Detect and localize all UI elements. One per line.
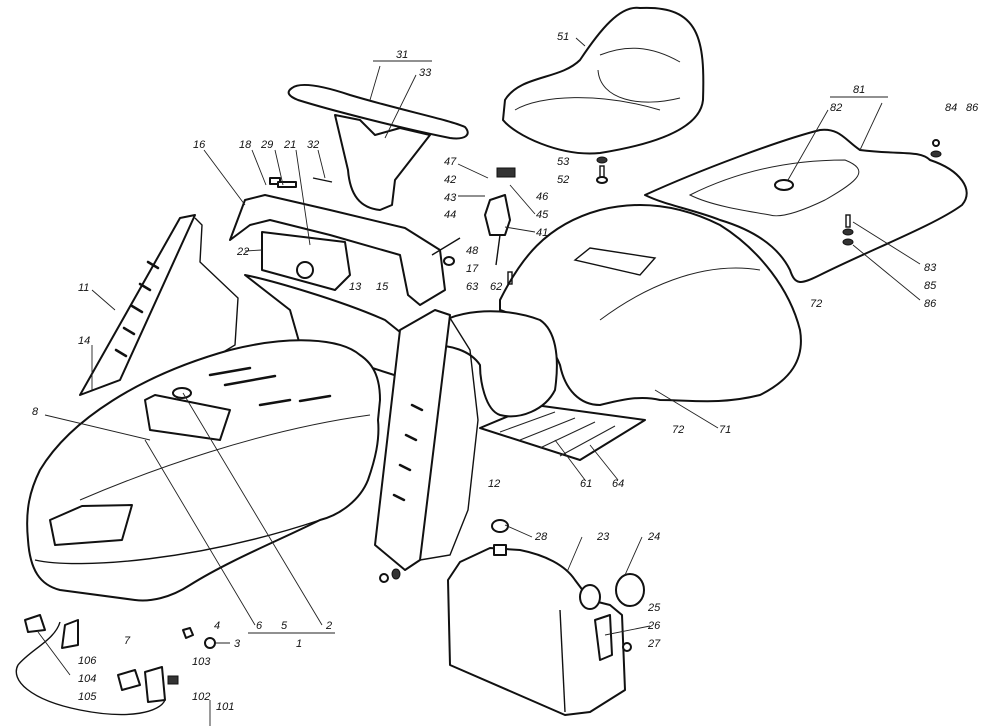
part-label-21: 21 — [283, 139, 296, 151]
part-label-23: 23 — [596, 531, 610, 543]
part-label-47: 47 — [444, 156, 457, 168]
part-label-14: 14 — [78, 335, 90, 347]
part-label-71: 71 — [719, 424, 731, 436]
part-label-5: 5 — [281, 620, 288, 632]
part-label-1: 1 — [296, 638, 302, 650]
rear-fender — [644, 128, 968, 283]
part-label-31: 31 — [396, 49, 408, 61]
part-label-86-bottom: 86 — [924, 298, 937, 310]
seat — [502, 6, 705, 155]
part-label-7: 7 — [124, 635, 131, 647]
part-label-33: 33 — [419, 67, 432, 79]
part-label-104: 104 — [78, 673, 96, 685]
part-label-15: 15 — [376, 281, 389, 293]
seat-bolts — [596, 156, 608, 184]
right-side-panel — [374, 309, 479, 571]
fuel-tank — [447, 519, 645, 716]
part-label-32: 32 — [307, 139, 319, 151]
part-label-72-top: 72 — [810, 298, 822, 310]
part-label-53: 53 — [557, 156, 570, 168]
part-label-42: 42 — [444, 174, 456, 186]
dash-panel — [229, 177, 446, 306]
part-label-61: 61 — [580, 478, 592, 490]
part-label-4: 4 — [214, 620, 220, 632]
part-label-44: 44 — [444, 209, 456, 221]
part-label-103: 103 — [192, 656, 211, 668]
side-panel-fasteners — [379, 568, 401, 583]
part-label-84: 84 — [945, 102, 957, 114]
front-bumper — [15, 614, 179, 716]
body-shell — [499, 204, 802, 406]
part-label-27: 27 — [647, 638, 661, 650]
hood-hardware — [182, 627, 216, 649]
part-label-52: 52 — [557, 174, 569, 186]
part-label-62: 62 — [490, 281, 502, 293]
part-label-3: 3 — [234, 638, 241, 650]
part-label-46: 46 — [536, 191, 549, 203]
part-label-64: 64 — [612, 478, 624, 490]
part-label-81: 81 — [853, 84, 865, 96]
left-side-panel — [79, 214, 239, 396]
part-label-25: 25 — [647, 602, 661, 614]
part-label-22: 22 — [236, 246, 249, 258]
part-label-17: 17 — [466, 263, 479, 275]
part-label-106: 106 — [78, 655, 97, 667]
part-label-28: 28 — [534, 531, 548, 543]
part-label-29: 29 — [260, 139, 273, 151]
part-label-13: 13 — [349, 281, 362, 293]
part-label-45: 45 — [536, 209, 549, 221]
part-label-26: 26 — [647, 620, 661, 632]
part-label-101: 101 — [216, 701, 234, 713]
part-label-48: 48 — [466, 245, 479, 257]
part-labels: 31 33 16 18 29 21 32 22 13 15 11 14 8 12… — [32, 31, 979, 713]
part-label-72-bottom: 72 — [672, 424, 684, 436]
part-label-41: 41 — [536, 227, 548, 239]
part-label-24: 24 — [647, 531, 660, 543]
bonnet — [26, 339, 381, 602]
part-label-8: 8 — [32, 406, 39, 418]
part-label-12: 12 — [488, 478, 500, 490]
part-label-86-top: 86 — [966, 102, 979, 114]
leader-lines — [37, 37, 921, 726]
lever-assembly — [431, 167, 516, 285]
part-label-2: 2 — [325, 620, 332, 632]
part-label-16: 16 — [193, 139, 206, 151]
part-label-11: 11 — [78, 282, 89, 294]
part-label-18: 18 — [239, 139, 252, 151]
part-label-6: 6 — [256, 620, 263, 632]
steering-wheel — [287, 83, 469, 211]
fender-hardware — [842, 139, 942, 246]
part-label-102: 102 — [192, 691, 210, 703]
part-label-105: 105 — [78, 691, 97, 703]
part-label-83: 83 — [924, 262, 937, 274]
part-label-51: 51 — [557, 31, 569, 43]
part-label-43: 43 — [444, 192, 457, 204]
part-label-63: 63 — [466, 281, 479, 293]
part-label-82: 82 — [830, 102, 842, 114]
part-label-85: 85 — [924, 280, 937, 292]
